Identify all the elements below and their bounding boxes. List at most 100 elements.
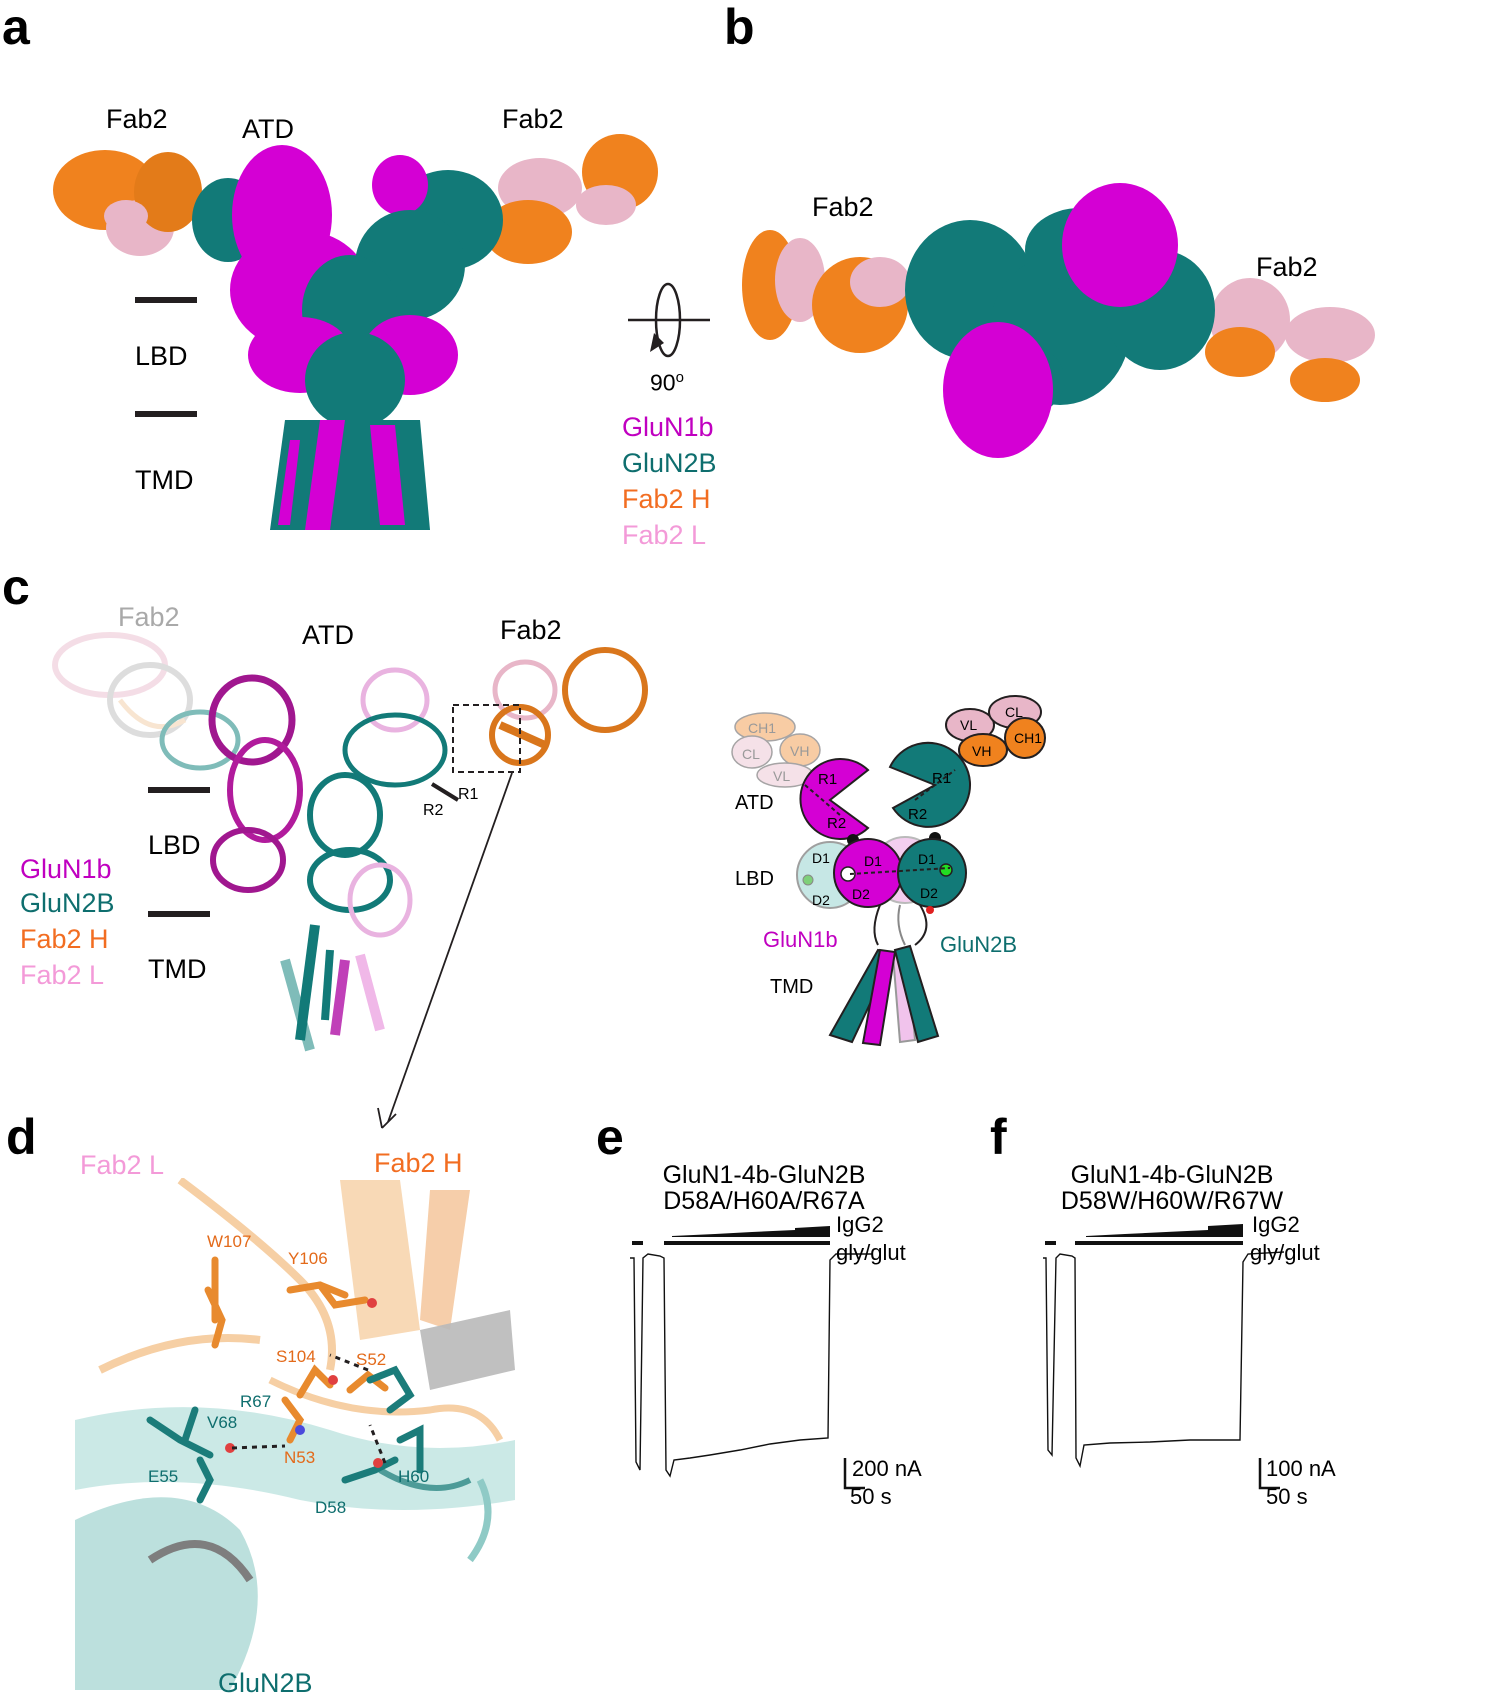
panel-f-igg-label: IgG2	[1252, 1212, 1300, 1237]
schematic-glun1b-r1: R1	[818, 771, 838, 788]
schematic-glun2b-r2: R2	[908, 806, 928, 823]
panel-e-igg-bar	[672, 1226, 830, 1237]
schematic-lbd-label: LBD	[735, 868, 774, 890]
panel-letter-b: b	[724, 0, 755, 55]
schematic-fab-right-cl: CL	[1005, 704, 1023, 720]
panel-c-receptor-ribbon	[159, 667, 448, 1052]
residue-v68: V68	[207, 1413, 238, 1432]
panel-e-scale-time: 50 s	[850, 1484, 892, 1509]
panel-c-fab-right-label: Fab2	[500, 615, 562, 645]
residue-d58: D58	[315, 1498, 347, 1517]
schematic-lbd-faded-d1: D1	[812, 850, 830, 866]
schematic-tmd-glun2b-right	[893, 944, 940, 1044]
panel-b-fab-right-density	[1205, 278, 1375, 402]
residue-h60: H60	[398, 1467, 430, 1486]
schematic-fab-right-ch1: CH1	[1014, 730, 1043, 746]
panel-b-fab-right-label: Fab2	[1256, 252, 1318, 282]
panel-letter-a: a	[2, 0, 30, 55]
panel-c-legend-fab2l: Fab2 L	[20, 960, 105, 990]
panel-c-legend-glun1b: GluN1b	[20, 854, 112, 884]
schematic-lbd-glun1b-d2: D2	[852, 886, 870, 902]
schematic-fab-left-vh: VH	[790, 743, 810, 759]
panel-e-title-line1: GluN1-4b-GluN2B	[662, 1161, 866, 1189]
panel-b-fab-left-density	[742, 230, 910, 353]
panel-e-scale-current: 200 nA	[852, 1456, 922, 1481]
panel-letter-d: d	[6, 1109, 37, 1165]
panel-f-igg-bar	[1086, 1224, 1243, 1237]
panel-c-to-d-arrow	[387, 772, 513, 1123]
schematic-tmd-label: TMD	[770, 976, 814, 998]
schematic-fab-right-vl: VL	[960, 717, 978, 733]
residue-s52: S52	[356, 1350, 387, 1369]
panel-a-fab-left-label: Fab2	[106, 104, 168, 134]
rotation-degree-symbol: o	[675, 369, 684, 386]
residue-w107: W107	[207, 1232, 252, 1251]
panel-f-current-trace	[1043, 1251, 1285, 1469]
legend-ab-fab2h: Fab2 H	[622, 484, 711, 514]
schematic-lbd-faded-d2: D2	[812, 892, 830, 908]
schematic-atd-glun1b	[799, 758, 870, 840]
schematic-atd-label: ATD	[735, 792, 774, 814]
panel-e-igg-label: IgG2	[836, 1212, 884, 1237]
schematic-fab-left	[731, 712, 821, 788]
schematic-lbd-glun1b-d1: D1	[864, 853, 882, 869]
residue-e55: E55	[148, 1467, 179, 1486]
panel-f-title-line2: D58W/H60W/R67W	[1060, 1187, 1284, 1215]
rotation-angle: 90	[650, 369, 676, 396]
panel-c-legend-fab2h: Fab2 H	[20, 924, 109, 954]
schematic-fab-left-cl: CL	[742, 746, 760, 762]
residue-r67: R67	[240, 1392, 272, 1411]
schematic-atd-glun2b	[888, 741, 972, 828]
legend-ab-fab2l: Fab2 L	[622, 520, 707, 550]
legend-ab-glun1b: GluN1b	[622, 412, 714, 442]
schematic-lbd-glun2b-d2: D2	[920, 885, 938, 901]
panel-f-title-line1: GluN1-4b-GluN2B	[1070, 1161, 1274, 1189]
panel-b-receptor-density	[905, 183, 1215, 458]
panel-a-fab-right-label: Fab2	[502, 104, 564, 134]
panel-c-zoom-box	[452, 704, 521, 773]
schematic-glun2b-r1: R1	[932, 770, 952, 787]
panel-f-scale-current: 100 nA	[1266, 1456, 1336, 1481]
schematic-fab-right-vh: VH	[972, 743, 992, 759]
panel-a-fab-left-density	[53, 150, 202, 256]
panel-letter-e: e	[596, 1109, 624, 1165]
panel-c-r1r2-marker	[430, 782, 460, 802]
schematic-lbd-glun2b-d1: D1	[918, 851, 936, 867]
panel-a-tmd-label: TMD	[135, 465, 194, 495]
legend-ab-glun2b: GluN2B	[622, 448, 717, 478]
panel-c-tmd-label: TMD	[148, 954, 207, 984]
panel-d-glun2b-label: GluN2B	[218, 1668, 313, 1698]
schematic-fab-left-ch1: CH1	[748, 720, 777, 736]
panel-c-atd-label: ATD	[302, 620, 354, 650]
panel-f-agonist-label: gly/glut	[1250, 1240, 1320, 1265]
schematic-glun1b-r2: R2	[827, 815, 847, 832]
panel-c-legend-glun2b: GluN2B	[20, 888, 115, 918]
panel-e-agonist-label: gly/glut	[836, 1240, 906, 1265]
panel-a-receptor-density	[192, 145, 503, 530]
panel-c-fab-left-ribbon	[52, 632, 193, 738]
panel-b-fab-left-label: Fab2	[812, 192, 874, 222]
panel-d-fab2l-label: Fab2 L	[80, 1150, 165, 1180]
panel-a-atd-label: ATD	[242, 114, 294, 144]
panel-c-r1-label: R1	[458, 786, 479, 803]
panel-f-scale-bar	[1258, 1458, 1280, 1490]
panel-c-fab-left-label: Fab2	[118, 602, 180, 632]
panel-e-current-trace	[630, 1253, 872, 1478]
panel-letter-f: f	[990, 1109, 1007, 1165]
residue-n53: N53	[284, 1448, 316, 1467]
schematic-glun2b-label: GluN2B	[940, 932, 1018, 957]
panel-e-scale-bar	[843, 1458, 865, 1490]
schematic-fab-left-vl: VL	[773, 768, 791, 784]
panel-a-lbd-label: LBD	[135, 341, 188, 371]
schematic-tmd-glun1b	[861, 948, 897, 1047]
panel-e-title-line2: D58A/H60A/R67A	[663, 1187, 865, 1215]
schematic-glun1b-label: GluN1b	[763, 927, 838, 952]
